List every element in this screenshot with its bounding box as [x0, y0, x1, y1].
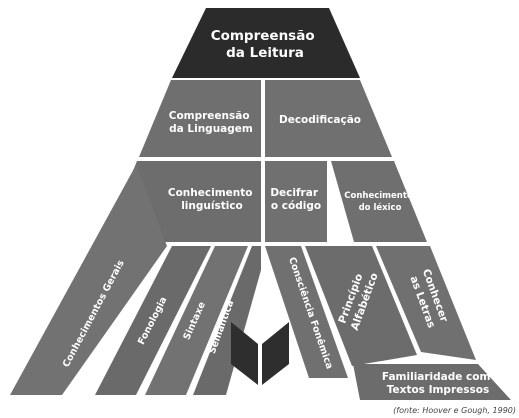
print-familiarity-tile [353, 364, 511, 400]
decoding-label: Decodificação [279, 114, 361, 126]
top-title-line2: da Leitura [226, 45, 304, 61]
print-familiarity-line2: Textos Impressos [387, 384, 489, 396]
language-comprehension-line1: Compreensão [169, 110, 250, 122]
svg-text:Conhecimento do léxico: Conhecimento do léxico [344, 191, 415, 213]
decipher-code-line2: o código [271, 200, 321, 212]
decoding-tile [265, 80, 392, 157]
right-strand-know-letters [376, 246, 476, 360]
left-strand-general-knowledge [10, 165, 167, 395]
print-familiarity-line1: Familiaridade com [382, 371, 491, 383]
top-tile [172, 8, 360, 78]
top-title-line1: Compreensão [211, 28, 315, 44]
right-strand-alphabetic-principle [305, 246, 417, 366]
linguistic-knowledge-line2: linguístico [181, 200, 243, 212]
lexicon-knowledge-line2: do léxico [359, 202, 402, 213]
decipher-code-tile [265, 161, 327, 242]
left-strand-phonology [95, 246, 211, 395]
language-comprehension-line2: da Linguagem [169, 123, 253, 135]
left-strand-semantics [193, 246, 261, 395]
decipher-code-line1: Decifrar [270, 187, 318, 199]
left-strand-syntax [145, 246, 248, 395]
right-strand-phonemic-awareness [265, 246, 348, 378]
lexicon-knowledge-line1: Conhecimento [344, 191, 413, 201]
svg-text:Decifrar o código: Decifrar o código [270, 187, 321, 212]
svg-text:Conhecimento linguístico: Conhecimento linguístico [168, 187, 256, 212]
svg-text:Familiaridade com Textos I: Familiaridade com Textos Impressos [382, 371, 494, 396]
source-citation: (fonte: Hoover e Gough, 1990) [393, 406, 516, 415]
language-comprehension-tile [139, 80, 261, 157]
book-icon [231, 322, 289, 385]
svg-text:Compreensão da Linguagem: Compreensão da Linguagem [169, 110, 253, 135]
lexicon-knowledge-tile [331, 161, 427, 242]
linguistic-knowledge-line1: Conhecimento [168, 187, 253, 199]
svg-text:Compreensão da Leitura: Compreensão da Leitura [211, 28, 320, 61]
